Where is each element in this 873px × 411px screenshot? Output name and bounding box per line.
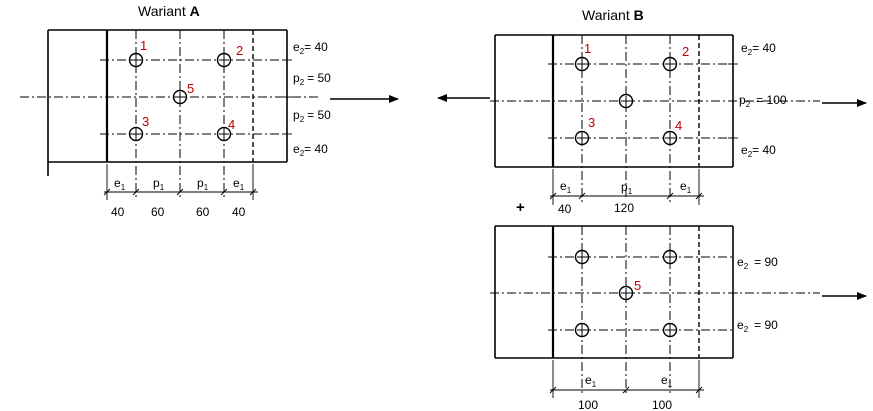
dim-value: 60 xyxy=(196,205,210,219)
dim-value: 40 xyxy=(111,205,125,219)
bolt-hole xyxy=(574,322,590,338)
variant-b-top-plate: 1 2 3 4 e2= 40 p2= 100 e2= 40 e1 p1 e1 4… xyxy=(490,34,867,216)
bolt-hole xyxy=(128,52,144,68)
bolt-number: 4 xyxy=(675,118,682,133)
dim-e2-top: e2= 90 xyxy=(737,255,778,271)
variant-b-title: Wariant B xyxy=(582,7,644,23)
bolt-number: 2 xyxy=(682,44,689,59)
bolt-hole xyxy=(618,93,634,109)
dim-value: 100 xyxy=(652,398,672,411)
bolt-number: 2 xyxy=(236,43,243,58)
bolt-hole xyxy=(128,126,144,142)
bolt-hole xyxy=(618,285,634,301)
bolt-hole xyxy=(574,130,590,146)
dim-value: 40 xyxy=(232,205,246,219)
variant-a-title: Wariant A xyxy=(138,3,200,19)
dim-e1-right: e1 xyxy=(680,179,692,195)
dim-e1-left: e1 xyxy=(114,176,126,192)
bolt-number: 5 xyxy=(634,278,641,293)
bolt-number: 3 xyxy=(588,115,595,130)
bolt-number: 3 xyxy=(142,114,149,129)
bolt-hole xyxy=(662,249,678,265)
dim-e2-bottom: e2= 40 xyxy=(741,143,776,159)
dim-e1-left: e1 xyxy=(585,373,597,389)
bolt-hole xyxy=(574,56,590,72)
bolt-hole xyxy=(662,130,678,146)
dim-value: 40 xyxy=(558,202,572,216)
variant-a: Wariant A 1 2 3 4 5 e2= 40 p2= 50 p2= xyxy=(20,3,399,219)
dim-p1-right: p1 xyxy=(197,176,209,192)
bolt-hole xyxy=(662,56,678,72)
dim-e1-right: e1 xyxy=(661,373,673,389)
plus-sign: + xyxy=(516,199,525,216)
bolt-hole xyxy=(662,322,678,338)
dim-e2-top: e2= 40 xyxy=(741,41,776,57)
dim-value: 60 xyxy=(151,205,165,219)
dim-e1-left: e1 xyxy=(560,179,572,195)
dim-value: 120 xyxy=(614,201,634,215)
variant-b-bottom-plate: 5 e2= 90 e2= 90 e1 e1 100 100 xyxy=(490,225,867,411)
dim-p2: p2= 100 xyxy=(739,93,787,109)
bolt-hole xyxy=(574,249,590,265)
bolt-hole xyxy=(216,52,232,68)
bolt-number: 4 xyxy=(228,117,235,132)
bolt-hole xyxy=(172,89,188,105)
dim-p1-left: p1 xyxy=(153,176,165,192)
dim-e2-top: e2= 40 xyxy=(293,40,328,56)
bolt-number: 1 xyxy=(140,38,147,53)
dim-e1-right: e1 xyxy=(233,176,245,192)
dim-p1: p1 xyxy=(621,180,633,196)
dim-value: 100 xyxy=(578,398,598,411)
bolt-number: 1 xyxy=(584,41,591,56)
dim-e2-bottom: e2= 90 xyxy=(737,318,778,334)
dim-p2-upper: p2= 50 xyxy=(293,71,331,87)
bolt-number: 5 xyxy=(187,81,194,96)
dim-e2-bottom: e2= 40 xyxy=(293,142,328,158)
bolt-hole xyxy=(216,126,232,142)
variant-b: Wariant B 1 2 3 4 xyxy=(437,7,867,411)
dim-p2-lower: p2= 50 xyxy=(293,108,331,124)
